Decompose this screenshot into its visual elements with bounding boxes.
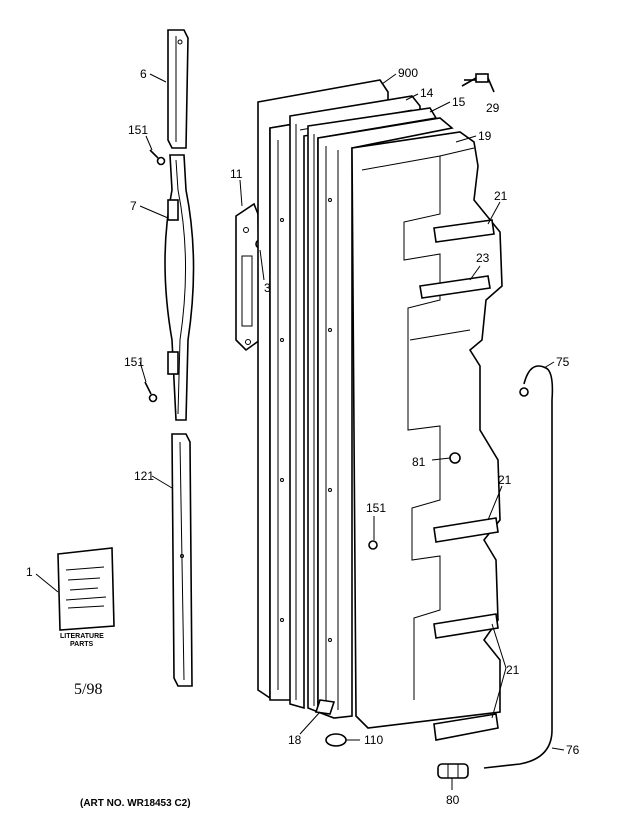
art-number: (ART NO. WR18453 C2) [80,798,191,809]
leader-lines [35,73,565,790]
part-21-shelf-lower-b [433,713,499,741]
callout-3: 3 [264,281,271,295]
callout-19: 19 [478,129,492,143]
part-6-trim-strip [167,29,189,149]
callout-121: 121 [134,469,154,483]
callout-11: 11 [230,167,243,181]
part-21-shelf-middle [433,517,499,543]
callout-151-upper: 151 [128,123,148,137]
literature-caption-line1: LITERATURE [60,633,104,640]
part-23-shelf [419,275,491,299]
part-29-connector [461,73,495,93]
callout-151-lower: 151 [124,355,144,369]
part-18-bottom-trim [314,699,336,715]
callout-23: 23 [476,251,490,265]
callout-21-middle: 21 [498,473,512,487]
callout-75: 75 [556,355,570,369]
callout-21-lower: 21 [506,663,520,677]
callout-14: 14 [420,86,434,100]
part-11-handle-bracket [235,202,261,352]
callout-21-upper: 21 [494,189,508,203]
callout-18: 18 [288,733,302,747]
callout-7: 7 [130,199,137,213]
part-81-plug [449,452,461,464]
part-151-screw-upper [149,149,166,166]
part-21-shelf-upper [433,219,495,243]
callout-1: 1 [26,565,33,579]
callout-15: 15 [452,95,466,109]
literature-caption-line2: PARTS [70,641,94,648]
callout-110: 110 [364,733,383,747]
callout-81: 81 [412,455,426,469]
part-7-door-handle [164,154,195,421]
callout-151-right: 151 [366,501,386,515]
part-80-connector [437,763,469,779]
callout-29: 29 [486,101,500,115]
part-1-literature-booklet [57,547,115,631]
callout-6: 6 [140,67,147,81]
part-121-trim-strip [171,433,193,687]
part-110-clip [325,733,347,747]
callout-76: 76 [566,743,580,757]
callout-80: 80 [446,793,460,807]
date-code: 5/98 [74,681,102,698]
part-75-76-wire-harness [483,365,554,769]
part-21-shelf-lower-a [433,613,499,639]
part-151-screw-right [368,540,378,550]
callout-900: 900 [398,66,418,80]
part-151-screw-lower [144,381,158,403]
